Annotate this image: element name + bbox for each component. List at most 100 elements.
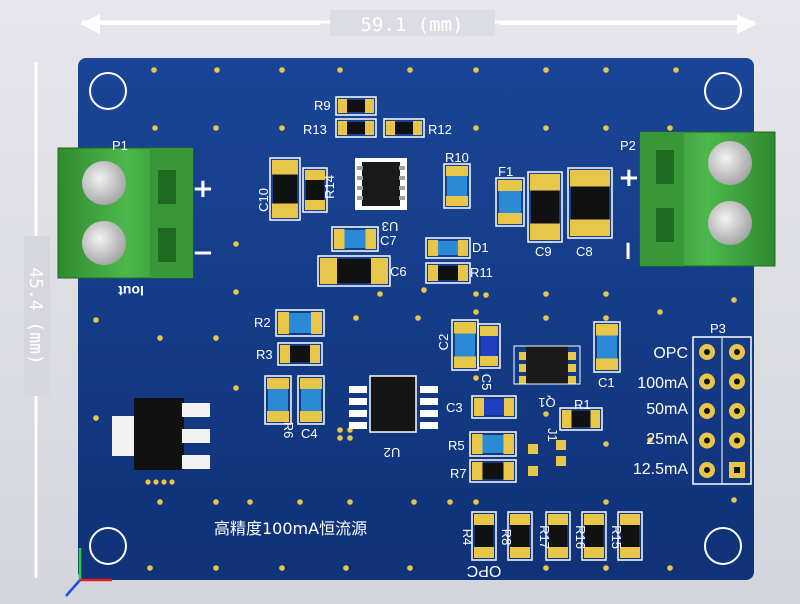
- component-c10[interactable]: [269, 157, 301, 221]
- component-r4[interactable]: [471, 511, 497, 561]
- via: [407, 67, 413, 73]
- p3-option-50ma: 50mA: [646, 401, 688, 418]
- via: [157, 335, 163, 341]
- component-c6[interactable]: [317, 255, 391, 287]
- ref-r2: R2: [254, 315, 271, 330]
- via: [731, 497, 737, 503]
- via: [603, 565, 609, 571]
- height-dimension: 45.4 (mm): [24, 62, 50, 578]
- via: [279, 125, 285, 131]
- ref-c10: C10: [256, 188, 271, 212]
- component-r6[interactable]: [264, 375, 292, 425]
- via: [152, 125, 158, 131]
- ref-r11: R11: [470, 265, 493, 280]
- via: [673, 67, 679, 73]
- axis-gizmo: [65, 548, 112, 597]
- component-r5[interactable]: [469, 431, 517, 457]
- component-c1[interactable]: [593, 321, 621, 373]
- component-r1[interactable]: [559, 407, 603, 431]
- component-r3[interactable]: [277, 342, 323, 366]
- ref-r7: R7: [450, 466, 467, 481]
- ref-r12: R12: [428, 122, 452, 137]
- component-c4[interactable]: [297, 375, 325, 425]
- via: [603, 315, 609, 321]
- via: [337, 427, 343, 433]
- p3-option-100ma: 100mA: [637, 375, 688, 392]
- component-r11[interactable]: [425, 262, 471, 284]
- transistor-q1[interactable]: [513, 345, 581, 385]
- p3-option-25ma: 25mA: [646, 431, 688, 448]
- output-label: Iout: [118, 283, 144, 299]
- vias: [93, 67, 737, 571]
- ref-r6: R6: [281, 422, 296, 439]
- p3-option-12-5ma: 12.5mA: [633, 461, 688, 478]
- via: [93, 317, 99, 323]
- via: [731, 297, 737, 303]
- connector-p2[interactable]: [639, 131, 776, 267]
- component-r12[interactable]: [383, 118, 425, 138]
- ic-u3[interactable]: [355, 158, 407, 210]
- via: [603, 291, 609, 297]
- component-r9[interactable]: [335, 96, 377, 116]
- component-r14[interactable]: [302, 167, 328, 213]
- ref-c6: C6: [390, 264, 407, 279]
- component-c8[interactable]: [567, 167, 613, 239]
- component-r8[interactable]: [507, 511, 533, 561]
- connector-p2-ref: P2: [620, 138, 636, 153]
- via: [214, 67, 220, 73]
- via: [233, 241, 239, 247]
- jumper-j1-ref: J1: [545, 428, 560, 442]
- via: [421, 287, 427, 293]
- component-r7[interactable]: [469, 459, 517, 483]
- component-c2[interactable]: [451, 319, 479, 371]
- connector-p2-minus: −: [613, 240, 643, 262]
- ref-r9: R9: [314, 98, 331, 113]
- via: [543, 291, 549, 297]
- component-r17[interactable]: [545, 511, 571, 561]
- via: [297, 499, 303, 505]
- via: [543, 315, 549, 321]
- connector-p2-plus: +: [618, 163, 640, 193]
- ic-u2[interactable]: [349, 375, 440, 433]
- ref-c2: C2: [436, 334, 451, 351]
- via: [213, 335, 219, 341]
- via: [603, 125, 609, 131]
- ref-c5: C5: [479, 374, 494, 391]
- via: [603, 499, 609, 505]
- connector-p1-ref: P1: [112, 138, 128, 153]
- header-p3-ref: P3: [710, 321, 726, 336]
- regulator[interactable]: [112, 398, 210, 485]
- component-r13[interactable]: [335, 118, 377, 138]
- via: [667, 125, 673, 131]
- component-r2[interactable]: [275, 309, 325, 337]
- via: [213, 125, 219, 131]
- ic-u3-ref: U3: [382, 219, 399, 234]
- via: [543, 411, 549, 417]
- component-c5[interactable]: [477, 323, 501, 369]
- connector-p1[interactable]: [57, 147, 194, 279]
- via: [343, 565, 349, 571]
- header-p3[interactable]: [692, 336, 752, 485]
- component-r10[interactable]: [443, 163, 471, 209]
- p3-option-opc: OPC: [653, 345, 688, 362]
- component-c7[interactable]: [331, 226, 379, 252]
- component-f1[interactable]: [495, 177, 525, 227]
- connector-p1-plus: +: [192, 174, 214, 204]
- via: [279, 565, 285, 571]
- ref-opc: OPC: [467, 562, 502, 579]
- via: [473, 499, 479, 505]
- component-r15[interactable]: [617, 511, 643, 561]
- component-r16[interactable]: [581, 511, 607, 561]
- component-d1[interactable]: [425, 237, 471, 259]
- component-c3[interactable]: [471, 395, 517, 419]
- via: [473, 309, 479, 315]
- via: [347, 499, 353, 505]
- via: [337, 435, 343, 441]
- height-dimension-label: 45.4 (mm): [25, 267, 46, 365]
- component-c9[interactable]: [527, 171, 563, 243]
- jumper-j1[interactable]: [528, 440, 566, 476]
- via: [157, 499, 163, 505]
- via: [353, 315, 359, 321]
- via: [93, 415, 99, 421]
